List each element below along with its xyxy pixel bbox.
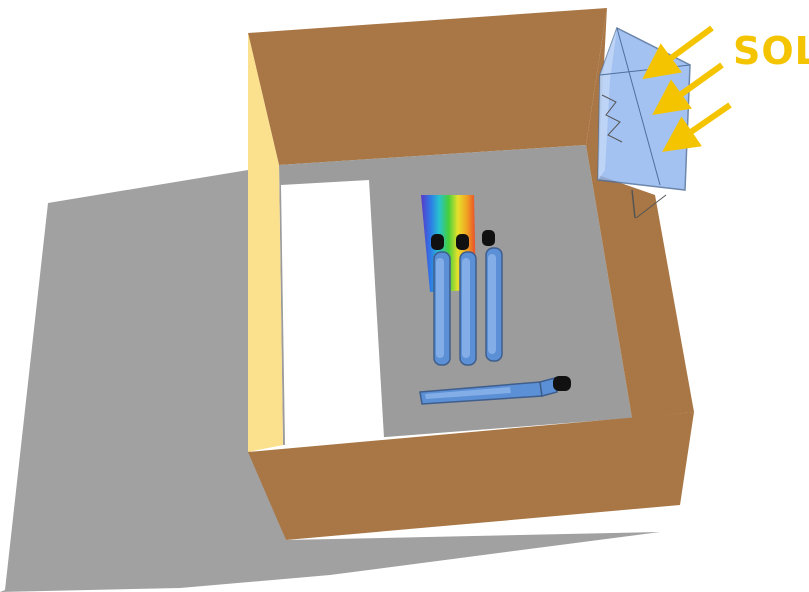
box-back-wall — [248, 8, 607, 165]
sol-label: SOL — [733, 32, 809, 70]
white-card — [281, 180, 384, 445]
